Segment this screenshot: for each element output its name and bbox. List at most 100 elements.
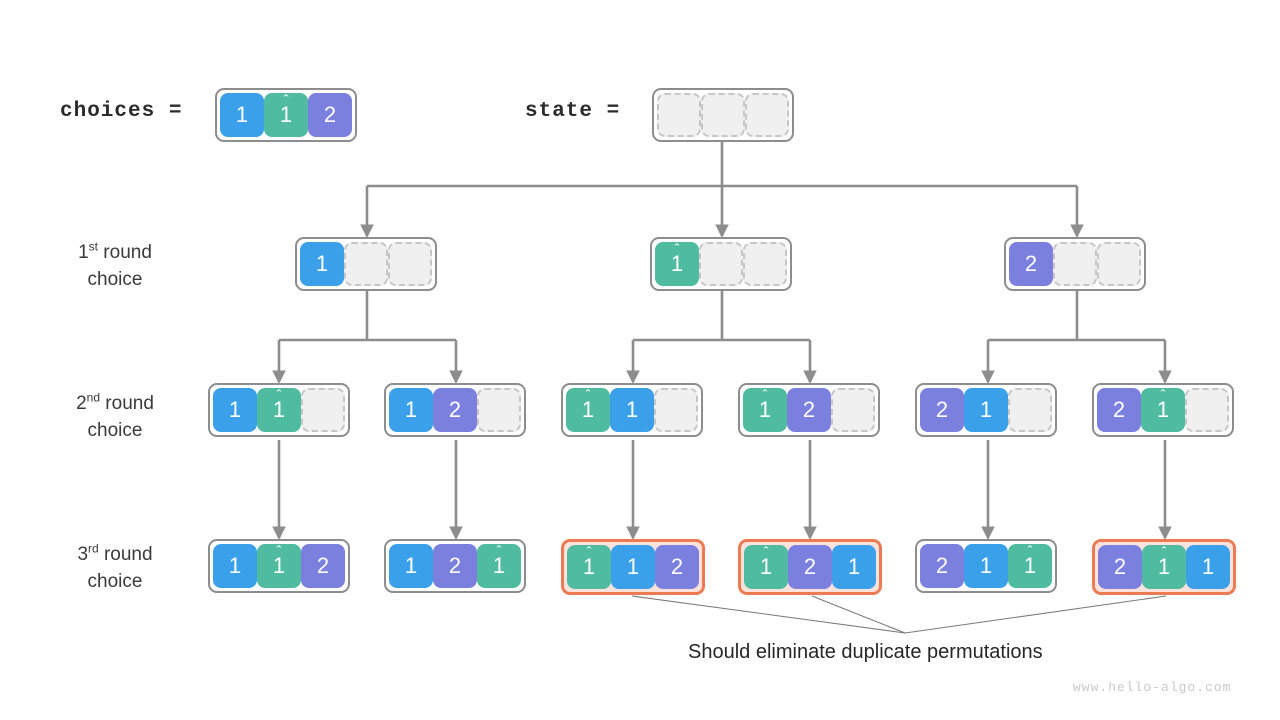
hat-accent-icon: ˆ [1160,387,1166,404]
hat-accent-icon: ˆ [586,544,592,561]
state-array [652,88,794,142]
row-label-line2: choice [87,420,143,442]
cell-value: 1 [979,553,993,578]
array-cell-value: 1 [213,388,257,432]
row-label-line1: 3rd round [77,542,153,566]
hat-accent-icon: ˆ [276,543,282,560]
array-cell-value: 1 [832,545,876,589]
array-cell-empty [301,388,345,432]
row-label-round-1: 1st round choice [20,234,210,293]
hat-accent-icon: ˆ [585,387,591,404]
array-cell-value: 2 [920,388,964,432]
cell-value: 1 [404,397,418,422]
cell-value: 1 [228,553,242,578]
array-cell-value: 1 [213,544,257,588]
array-cell-value: 2 [1009,242,1053,286]
hat-accent-icon: ˆ [1027,543,1033,560]
annotation-text: Should eliminate duplicate permutations [688,641,1043,663]
array-cell-value: 2 [920,544,964,588]
state-label: state = [525,100,621,123]
cell-value: 2 [670,554,684,579]
cell-value: 2 [316,553,330,578]
array-cell-value: 1 [220,93,264,137]
array-cell-value: 2 [433,544,477,588]
cell-value: 2 [935,397,949,422]
row-label-round-3: 3rd round choice [20,536,210,595]
tree-node-round1-3: 2 [1004,237,1146,291]
array-cell-value: 2 [1097,388,1141,432]
array-cell-value: 1 [389,388,433,432]
cell-value: 1 [315,251,329,276]
hat-accent-icon: ˆ [763,544,769,561]
cell-value: 2 [1112,397,1126,422]
array-cell-value: 2 [788,545,832,589]
cell-value: 2 [1113,554,1127,579]
row-label-line2: choice [87,571,143,593]
array-cell-empty [657,93,701,137]
array-cell-empty [388,242,432,286]
array-cell-empty [344,242,388,286]
cell-value: 2 [1024,251,1038,276]
array-cell-value: 2 [308,93,352,137]
tree-node-round1-1: 1 [295,237,437,291]
hat-accent-icon: ˆ [496,543,502,560]
cell-value: 1 [235,102,249,127]
array-cell-value: 1 [964,388,1008,432]
cell-value: 2 [802,397,816,422]
hat-accent-icon: ˆ [283,92,289,109]
array-cell-empty [1097,242,1141,286]
hat-accent-icon: ˆ [762,387,768,404]
array-cell-value: 2 [1098,545,1142,589]
array-cell-value: 1 [964,544,1008,588]
hat-accent-icon: ˆ [276,387,282,404]
array-cell-value: 2 [433,388,477,432]
array-cell-empty [745,93,789,137]
row-label-line1: 1st round [78,240,152,264]
array-cell-value: 1 [610,388,654,432]
cell-value: 2 [448,397,462,422]
array-cell-empty [654,388,698,432]
array-cell-empty [701,93,745,137]
array-cell-empty [1053,242,1097,286]
cell-value: 2 [935,553,949,578]
row-label-line2: choice [87,269,143,291]
hat-accent-icon: ˆ [674,241,680,258]
array-cell-empty [831,388,875,432]
cell-value: 1 [847,554,861,579]
cell-value: 1 [625,397,639,422]
cell-value: 1 [228,397,242,422]
array-cell-empty [1008,388,1052,432]
array-cell-empty [477,388,521,432]
cell-value: 2 [448,553,462,578]
cell-value: 2 [323,102,337,127]
